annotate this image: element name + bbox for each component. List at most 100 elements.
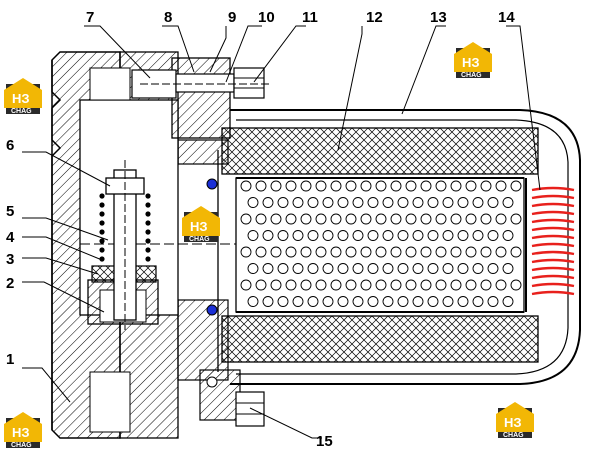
perforation-hole: [450, 279, 462, 291]
svg-text:НЗ: НЗ: [12, 91, 30, 106]
spring-wire-section: [99, 229, 105, 235]
perforation-hole: [480, 246, 492, 258]
perforation-hole: [300, 246, 312, 258]
perforation-hole: [322, 230, 334, 241]
perforation-hole: [472, 296, 484, 307]
perforation-hole: [345, 213, 357, 225]
perforation-hole: [285, 246, 297, 258]
spring-wire-section: [99, 220, 105, 226]
spring-wire-section: [145, 229, 151, 235]
svg-text:CHAG: CHAG: [503, 432, 524, 439]
perforation-hole: [247, 263, 259, 274]
perforation-hole: [352, 296, 364, 307]
spring-coil: [531, 250, 575, 256]
valve-spring: [99, 193, 151, 262]
perforation-hole: [382, 263, 394, 274]
callout-6: 6: [6, 137, 14, 154]
perforation-hole: [390, 246, 402, 258]
svg-text:НЗ: НЗ: [504, 415, 522, 430]
perforation-hole: [420, 180, 432, 192]
perforation-hole: [502, 263, 514, 274]
perforation-hole: [442, 296, 454, 307]
perforation-hole: [510, 246, 522, 258]
perforation-hole: [472, 197, 484, 208]
perforation-hole: [240, 180, 252, 192]
perforation-hole: [285, 279, 297, 291]
perforation-hole: [330, 246, 342, 258]
perforation-hole: [465, 180, 477, 192]
callout-13: 13: [430, 9, 447, 26]
perforation-hole: [502, 296, 514, 307]
spring-coil: [531, 274, 575, 280]
perforation-hole: [255, 180, 267, 192]
spring-coil: [531, 258, 575, 264]
spring-wire-section: [145, 238, 151, 244]
watermark-logo-top-left: НЗ CHAG: [4, 78, 42, 115]
perforation-hole: [397, 263, 409, 274]
perforation-hole: [487, 296, 499, 307]
perforation-hole: [285, 180, 297, 192]
perforation-hole: [360, 279, 372, 291]
perforation-hole: [405, 180, 417, 192]
perforation-hole: [442, 263, 454, 274]
perforation-hole: [315, 180, 327, 192]
perforation-hole: [300, 213, 312, 225]
perforation-hole: [367, 197, 379, 208]
leader-lines: [22, 25, 541, 439]
perforation-hole: [405, 246, 417, 258]
perforation-hole: [307, 296, 319, 307]
callout-4: 4: [6, 229, 15, 246]
perforation-hole: [345, 246, 357, 258]
perforation-hole: [390, 180, 402, 192]
perforation-hole: [435, 180, 447, 192]
perforation-hole: [292, 263, 304, 274]
spring-coil: [531, 194, 575, 200]
perforation-hole: [427, 197, 439, 208]
upper-seal: [206, 178, 218, 190]
perforation-hole: [255, 279, 267, 291]
callout-14: 14: [498, 9, 515, 26]
perforation-hole: [487, 263, 499, 274]
spring-wire-section: [99, 238, 105, 244]
perforation-hole: [360, 180, 372, 192]
perforation-hole: [337, 263, 349, 274]
spring-coil: [531, 210, 575, 216]
perforation-hole: [382, 296, 394, 307]
perforation-hole: [330, 180, 342, 192]
spring-coil: [531, 234, 575, 240]
callout-12: 12: [366, 9, 383, 26]
perforation-hole: [247, 230, 259, 241]
perforation-hole: [480, 213, 492, 225]
perforation-hole: [277, 263, 289, 274]
bottom-bolt: [199, 369, 265, 427]
perforation-hole: [352, 230, 364, 241]
perforation-hole: [337, 296, 349, 307]
spring-wire-section: [99, 202, 105, 208]
perforation-hole: [450, 213, 462, 225]
spring-coil: [531, 282, 575, 288]
perforation-hole: [285, 213, 297, 225]
perforation-hole: [472, 263, 484, 274]
perforation-hole: [322, 263, 334, 274]
perforation-hole: [397, 230, 409, 241]
perforation-hole: [390, 213, 402, 225]
perforation-hole: [277, 197, 289, 208]
perforation-hole: [510, 180, 522, 192]
perforation-hole: [442, 197, 454, 208]
perforation-hole: [262, 263, 274, 274]
callout-8: 8: [164, 9, 172, 26]
callout-10: 10: [258, 9, 275, 26]
perforation-hole: [495, 213, 507, 225]
perforation-hole: [465, 213, 477, 225]
perforation-hole: [345, 180, 357, 192]
perforation-hole: [367, 263, 379, 274]
spring-wire-section: [145, 220, 151, 226]
callout-labels: 1 2 3 4 5 6 7 8 9 10 11 12 13 14 15: [6, 9, 515, 450]
perforation-hole: [307, 263, 319, 274]
perforation-hole: [352, 197, 364, 208]
lower-seal: [206, 304, 218, 316]
perforation-hole: [412, 230, 424, 241]
spring-wire-section: [99, 193, 105, 199]
svg-text:CHAG: CHAG: [189, 236, 210, 243]
